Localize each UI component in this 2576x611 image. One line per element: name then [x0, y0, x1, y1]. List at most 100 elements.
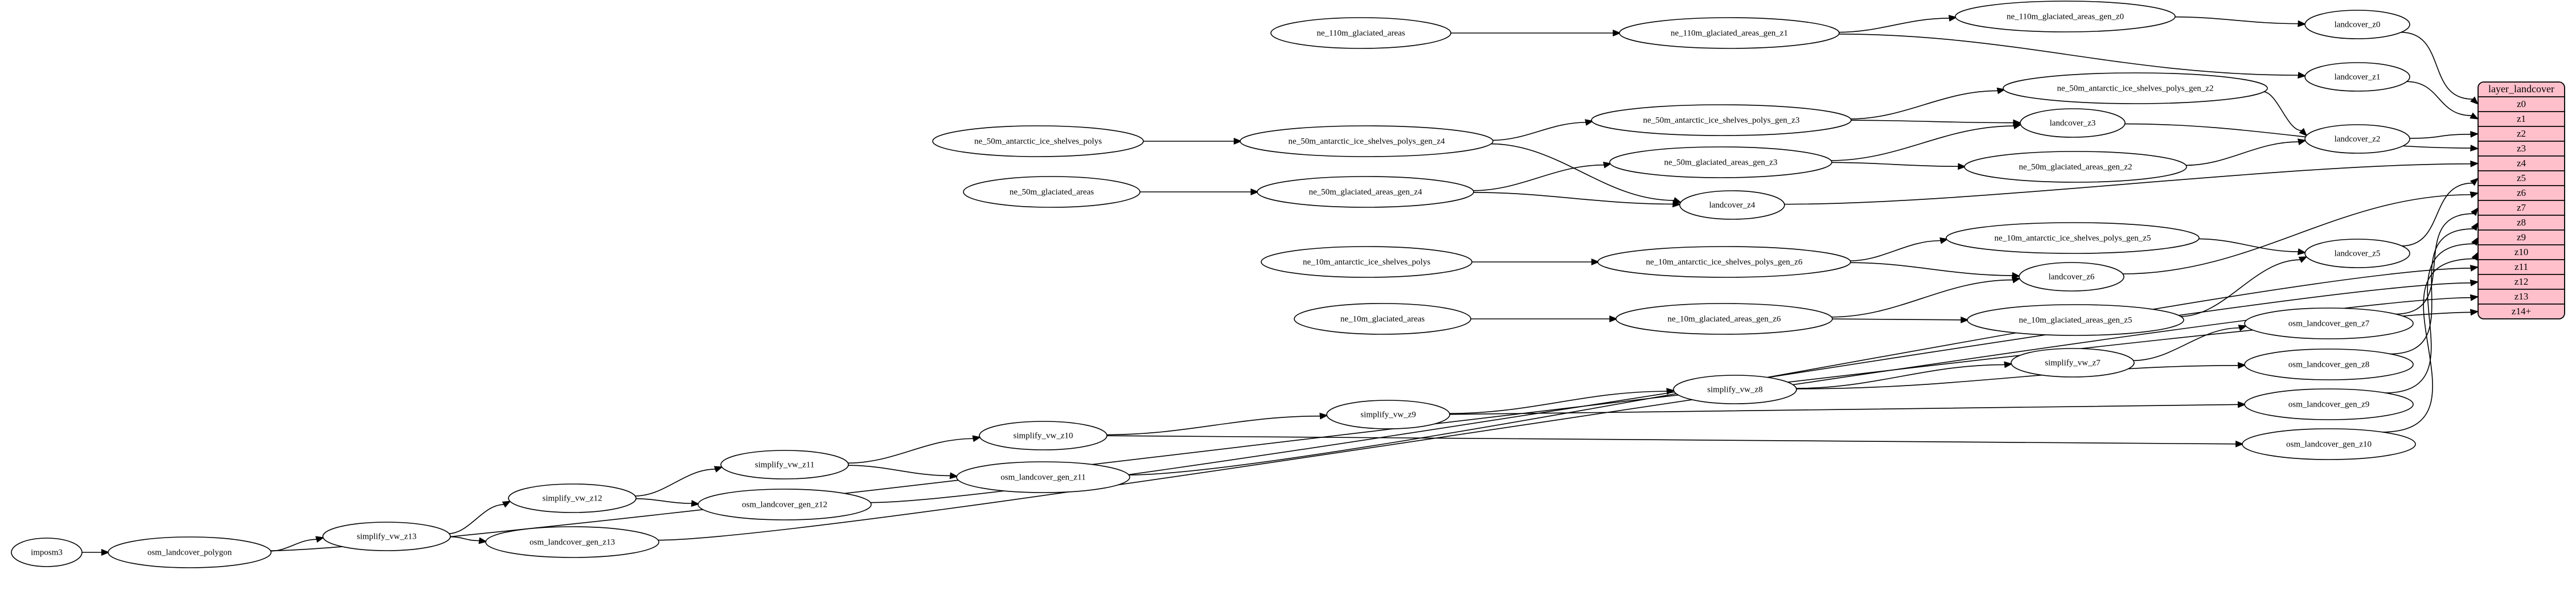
node-shape[interactable] — [1591, 104, 1852, 136]
graph-edge — [2124, 123, 2479, 152]
node-shape[interactable] — [979, 421, 1107, 450]
graph-node-ne_10m_glaciated_areas_gen_z5[interactable]: ne_10m_glaciated_areas_gen_z5 — [1967, 304, 2184, 336]
graph-node-ne_50m_antarctic_ice_shelves_polys_gen_z4[interactable]: ne_50m_antarctic_ice_shelves_polys_gen_z… — [1240, 125, 1494, 157]
node-shape[interactable] — [11, 538, 83, 567]
node-shape[interactable] — [2304, 239, 2410, 268]
edge-arrowhead — [713, 466, 723, 473]
graph-node-ne_50m_glaciated_areas_gen_z4[interactable]: ne_50m_glaciated_areas_gen_z4 — [1257, 176, 1474, 208]
graph-edge — [1472, 161, 1612, 191]
graph-node-osm_landcover_gen_z9[interactable]: osm_landcover_gen_z9 — [2244, 388, 2414, 420]
graph-node-landcover_z1[interactable]: landcover_z1 — [2304, 62, 2410, 92]
table-row-z14+[interactable] — [2478, 304, 2565, 319]
graph-node-landcover_z3[interactable]: landcover_z3 — [2020, 108, 2126, 138]
graph-node-osm_landcover_polygon[interactable]: osm_landcover_polygon — [108, 536, 272, 568]
table-row-z0[interactable] — [2478, 96, 2565, 112]
graph-node-osm_landcover_gen_z13[interactable]: osm_landcover_gen_z13 — [485, 526, 659, 558]
node-shape[interactable] — [1964, 151, 2187, 183]
node-shape[interactable] — [2304, 124, 2410, 154]
graph-node-simplify_vw_z7[interactable]: simplify_vw_z7 — [2011, 348, 2135, 378]
graph-node-osm_landcover_gen_z7[interactable]: osm_landcover_gen_z7 — [2244, 307, 2414, 339]
node-shape[interactable] — [108, 536, 272, 568]
node-shape[interactable] — [1294, 303, 1471, 335]
node-shape[interactable] — [1597, 246, 1851, 278]
graph-node-landcover_z0[interactable]: landcover_z0 — [2304, 10, 2410, 39]
graph-node-ne_50m_antarctic_ice_shelves_polys_gen_z3[interactable]: ne_50m_antarctic_ice_shelves_polys_gen_z… — [1591, 104, 1852, 136]
node-shape[interactable] — [2304, 10, 2410, 39]
graph-node-ne_10m_glaciated_areas_gen_z6[interactable]: ne_10m_glaciated_areas_gen_z6 — [1615, 303, 1833, 335]
node-label: osm_landcover_gen_z7 — [2288, 319, 2370, 328]
graph-node-ne_10m_antarctic_ice_shelves_polys[interactable]: ne_10m_antarctic_ice_shelves_polys — [1261, 246, 1472, 278]
node-shape[interactable] — [1270, 17, 1451, 49]
graph-node-ne_10m_antarctic_ice_shelves_polys_gen_z6[interactable]: ne_10m_antarctic_ice_shelves_polys_gen_z… — [1597, 246, 1851, 278]
graph-node-simplify_vw_z9[interactable]: simplify_vw_z9 — [1326, 400, 1450, 429]
node-shape[interactable] — [2019, 262, 2124, 292]
edge-arrowhead — [315, 536, 325, 543]
graph-node-ne_110m_glaciated_areas_gen_z1[interactable]: ne_110m_glaciated_areas_gen_z1 — [1619, 17, 1840, 49]
node-shape[interactable] — [1326, 400, 1450, 429]
node-shape[interactable] — [1240, 125, 1494, 157]
node-shape[interactable] — [1257, 176, 1474, 208]
node-shape[interactable] — [322, 522, 451, 551]
node-shape[interactable] — [1673, 375, 1797, 404]
graph-node-ne_50m_glaciated_areas_gen_z2[interactable]: ne_50m_glaciated_areas_gen_z2 — [1964, 151, 2187, 183]
graph-node-osm_landcover_gen_z12[interactable]: osm_landcover_gen_z12 — [698, 489, 872, 520]
graph-node-ne_50m_glaciated_areas_gen_z3[interactable]: ne_50m_glaciated_areas_gen_z3 — [1609, 146, 1832, 178]
graph-node-osm_landcover_gen_z8[interactable]: osm_landcover_gen_z8 — [2244, 348, 2414, 380]
edge-arrowhead — [2470, 96, 2479, 105]
node-shape[interactable] — [485, 526, 659, 558]
graph-node-simplify_vw_z11[interactable]: simplify_vw_z11 — [720, 450, 849, 479]
node-shape[interactable] — [508, 483, 637, 513]
table-row-z13[interactable] — [2478, 289, 2565, 305]
node-shape[interactable] — [932, 125, 1144, 157]
graph-node-simplify_vw_z10[interactable]: simplify_vw_z10 — [979, 421, 1107, 450]
node-shape[interactable] — [2011, 348, 2135, 378]
node-label: simplify_vw_z8 — [1707, 385, 1763, 394]
node-shape[interactable] — [1946, 222, 2200, 254]
node-shape[interactable] — [963, 176, 1141, 208]
node-shape[interactable] — [1261, 246, 1472, 278]
node-shape[interactable] — [1619, 17, 1840, 49]
table-row-z7[interactable] — [2478, 200, 2565, 216]
node-shape[interactable] — [2244, 388, 2414, 420]
node-shape[interactable] — [1679, 190, 1785, 220]
node-shape[interactable] — [2020, 108, 2126, 138]
graph-node-ne_110m_glaciated_areas_gen_z0[interactable]: ne_110m_glaciated_areas_gen_z0 — [1955, 1, 2176, 32]
node-shape[interactable] — [956, 461, 1130, 493]
graph-node-landcover_z5[interactable]: landcover_z5 — [2304, 239, 2410, 268]
node-shape[interactable] — [1615, 303, 1833, 335]
graph-node-ne_10m_antarctic_ice_shelves_polys_gen_z5[interactable]: ne_10m_antarctic_ice_shelves_polys_gen_z… — [1946, 222, 2200, 254]
table-row-z8[interactable] — [2478, 215, 2565, 231]
table-row-z12[interactable] — [2478, 274, 2565, 290]
graph-node-simplify_vw_z8[interactable]: simplify_vw_z8 — [1673, 375, 1797, 404]
node-shape[interactable] — [1609, 146, 1832, 178]
node-shape[interactable] — [2003, 72, 2268, 104]
node-shape[interactable] — [2244, 348, 2414, 380]
node-shape[interactable] — [698, 489, 872, 520]
graph-node-ne_110m_glaciated_areas[interactable]: ne_110m_glaciated_areas — [1270, 17, 1451, 49]
node-label: landcover_z0 — [2335, 20, 2381, 29]
graph-node-imposm3[interactable]: imposm3 — [11, 538, 83, 567]
graph-node-ne_50m_antarctic_ice_shelves_polys_gen_z2[interactable]: ne_50m_antarctic_ice_shelves_polys_gen_z… — [2003, 72, 2268, 104]
graph-node-ne_50m_glaciated_areas[interactable]: ne_50m_glaciated_areas — [963, 176, 1141, 208]
graph-node-osm_landcover_gen_z11[interactable]: osm_landcover_gen_z11 — [956, 461, 1130, 493]
table-row-z11[interactable] — [2478, 259, 2565, 275]
graph-node-ne_10m_glaciated_areas[interactable]: ne_10m_glaciated_areas — [1294, 303, 1471, 335]
graph-node-ne_50m_antarctic_ice_shelves_polys[interactable]: ne_50m_antarctic_ice_shelves_polys — [932, 125, 1144, 157]
node-shape[interactable] — [2242, 428, 2416, 460]
edge-arrowhead — [972, 435, 982, 442]
table-row-label: z11 — [2515, 261, 2528, 272]
graph-node-osm_landcover_gen_z10[interactable]: osm_landcover_gen_z10 — [2242, 428, 2416, 460]
graph-node-simplify_vw_z12[interactable]: simplify_vw_z12 — [508, 483, 637, 513]
graph-node-landcover_z2[interactable]: landcover_z2 — [2304, 124, 2410, 154]
node-shape[interactable] — [2304, 62, 2410, 92]
node-shape[interactable] — [2244, 307, 2414, 339]
node-shape[interactable] — [1955, 1, 2176, 32]
node-label: simplify_vw_z11 — [755, 460, 814, 469]
graph-node-landcover_z4[interactable]: landcover_z4 — [1679, 190, 1785, 220]
node-shape[interactable] — [1967, 304, 2184, 336]
node-shape[interactable] — [720, 450, 849, 479]
graph-node-simplify_vw_z13[interactable]: simplify_vw_z13 — [322, 522, 451, 551]
table-row-z9[interactable] — [2478, 229, 2565, 245]
graph-node-landcover_z6[interactable]: landcover_z6 — [2019, 262, 2124, 292]
table-row-z1[interactable] — [2478, 111, 2565, 127]
